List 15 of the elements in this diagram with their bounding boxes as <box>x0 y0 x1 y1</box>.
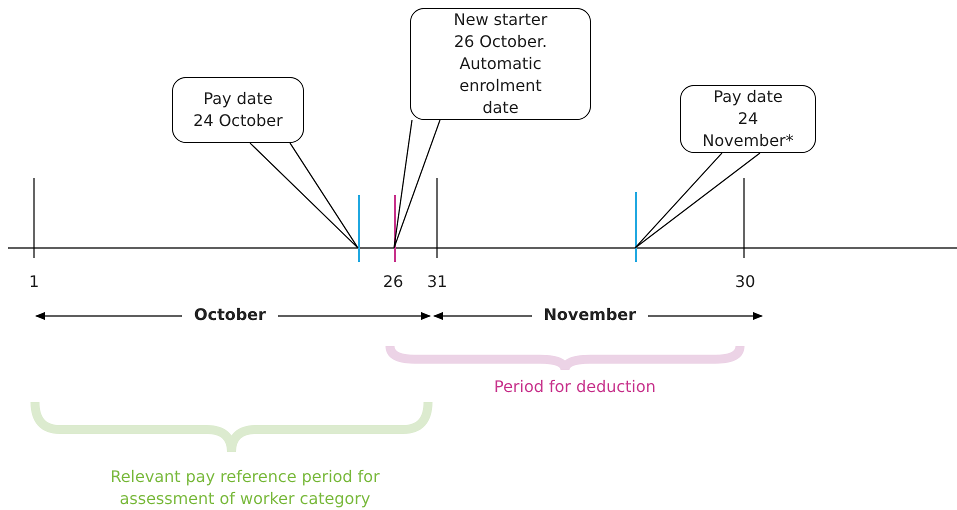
period-label: Period for deduction <box>494 377 656 396</box>
tick-mark <box>635 192 637 262</box>
tick-label: 30 <box>735 272 756 291</box>
tick-label: 1 <box>29 272 40 291</box>
speech-bubble: Pay date 24 October <box>172 77 304 143</box>
tick-label: 26 <box>383 272 404 291</box>
callout-pointer <box>634 152 761 249</box>
speech-bubble: New starter 26 October. Automatic enrolment date <box>410 8 591 120</box>
tick-mark <box>358 195 360 262</box>
speech-bubble: Pay date 24 November* <box>680 85 816 153</box>
callout-pointer <box>393 119 441 249</box>
tick-mark <box>394 195 396 262</box>
tick-label: 31 <box>427 272 448 291</box>
period-label: Relevant pay reference period for assessment of worker category <box>109 466 381 510</box>
callout-pointer <box>249 142 359 249</box>
